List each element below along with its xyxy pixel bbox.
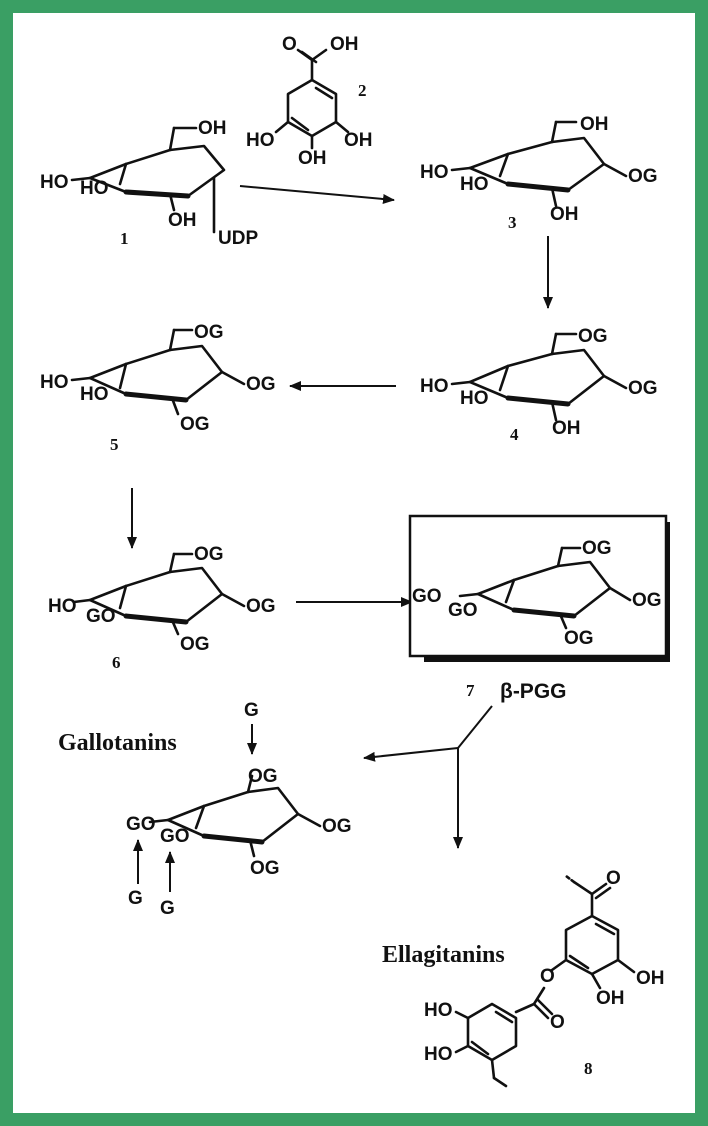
branch-arrows xyxy=(363,705,493,849)
c3-number: 3 xyxy=(508,213,517,232)
c2-label-oh-right: OH xyxy=(344,130,373,151)
compound-6: OG HO GO OG OG 6 xyxy=(48,544,276,672)
gallo-label-go-1: GO xyxy=(126,814,156,835)
ellagitanins-structure: Ellagitanins O O OH OH O HO HO 8 xyxy=(382,868,665,1088)
gallotanins-label: Gallotanins xyxy=(58,730,177,756)
c7-label-og-top: OG xyxy=(582,538,612,559)
c3-label-ho-2: HO xyxy=(460,174,489,195)
c6-label-og-right: OG xyxy=(246,596,276,617)
c7-label-og-bottom: OG xyxy=(564,628,594,649)
gallo-label-g-right: G xyxy=(160,898,175,919)
ellagitanins-label: Ellagitanins xyxy=(382,942,505,968)
gallo-label-og-top: OG xyxy=(248,766,278,787)
c2-label-oh-top: OH xyxy=(330,34,359,55)
c7-label-go-2: GO xyxy=(448,600,478,621)
ellagi-label-oh-right: OH xyxy=(636,968,665,989)
compound-4: OG HO HO OH OG 4 xyxy=(420,326,658,444)
c1-label-oh-bottom: OH xyxy=(168,210,197,231)
compound-2-gallic-acid: O OH HO OH OH 2 xyxy=(246,34,373,169)
compound-7-beta-pgg: OG GO GO OG OG 7 β-PGG xyxy=(408,514,670,703)
ellagi-label-o-carbonyl: O xyxy=(550,1012,565,1033)
ellagi-label-ho-1: HO xyxy=(424,1000,453,1021)
c3-label-og: OG xyxy=(628,166,658,187)
c3-label-oh-top: OH xyxy=(580,114,609,135)
c4-label-og-right: OG xyxy=(628,378,658,399)
c6-label-og-top: OG xyxy=(194,544,224,565)
c5-label-ho-1: HO xyxy=(40,372,69,393)
gallo-label-go-2: GO xyxy=(160,826,190,847)
c4-label-og-top: OG xyxy=(578,326,608,347)
c7-label-og-right: OG xyxy=(632,590,662,611)
c1-number: 1 xyxy=(120,229,129,248)
gallo-label-og-bottom: OG xyxy=(250,858,280,879)
c2-number: 2 xyxy=(358,81,367,100)
arrow-1-to-3 xyxy=(239,185,395,204)
gallotanins-structure: Gallotanins G OG GO GO OG OG G G xyxy=(58,700,352,919)
c2-label-ho: HO xyxy=(246,130,275,151)
ellagi-label-o-top: O xyxy=(606,868,621,889)
c4-label-ho-2: HO xyxy=(460,388,489,409)
c7-number: 7 xyxy=(466,681,475,700)
c2-label-oh-bottom: OH xyxy=(298,148,327,169)
compound-3: OH HO HO OH OG 3 xyxy=(420,114,658,232)
gallo-label-g-top: G xyxy=(244,700,259,721)
c7-label-go-1: GO xyxy=(412,586,442,607)
gallo-label-g-left: G xyxy=(128,888,143,909)
c4-label-oh-bottom: OH xyxy=(552,418,581,439)
ellagi-label-oh-bottom: OH xyxy=(596,988,625,1009)
c4-label-ho-1: HO xyxy=(420,376,449,397)
c1-label-ho-2: HO xyxy=(80,178,109,199)
ellagi-label-ho-2: HO xyxy=(424,1044,453,1065)
c6-label-ho: HO xyxy=(48,596,77,617)
c3-label-oh-bottom: OH xyxy=(550,204,579,225)
ellagi-label-o-ester: O xyxy=(540,966,555,987)
c3-label-ho-1: HO xyxy=(420,162,449,183)
c1-label-ho-1: HO xyxy=(40,172,69,193)
c5-label-og-bottom: OG xyxy=(180,414,210,435)
c5-number: 5 xyxy=(110,435,119,454)
c7-name: β-PGG xyxy=(500,680,567,703)
c5-label-og-right: OG xyxy=(246,374,276,395)
arrow-to-gallotanins xyxy=(363,747,459,762)
c6-label-go: GO xyxy=(86,606,116,627)
gallo-label-og-right: OG xyxy=(322,816,352,837)
compound-5: OG HO HO OG OG 5 xyxy=(40,322,276,454)
c4-number: 4 xyxy=(510,425,519,444)
c1-label-oh-top: OH xyxy=(198,118,227,139)
beta-pgg-highlight-box xyxy=(408,514,668,658)
compound-1-udp-glucose: OH HO HO OH UDP 1 xyxy=(40,118,258,249)
c5-label-og-top: OG xyxy=(194,322,224,343)
c1-label-udp: UDP xyxy=(218,228,258,249)
c5-label-ho-2: HO xyxy=(80,384,109,405)
c6-label-og-bottom: OG xyxy=(180,634,210,655)
c6-number: 6 xyxy=(112,653,121,672)
c8-number: 8 xyxy=(584,1059,593,1078)
c2-label-o: O xyxy=(282,34,297,55)
